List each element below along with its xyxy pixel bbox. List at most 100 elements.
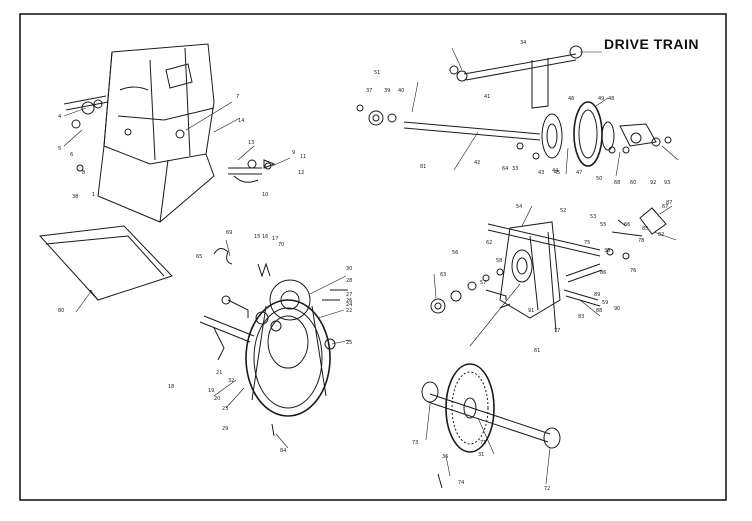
callout: 32 [228, 378, 234, 384]
callout: 8 [82, 170, 85, 176]
callout: 69 [226, 230, 232, 236]
callout: 19 [208, 388, 214, 394]
callout: 20 [214, 396, 220, 402]
callout: 71 [480, 440, 486, 446]
callout: 10 [262, 192, 268, 198]
callout: 13 [248, 140, 254, 146]
callout: 48 [608, 96, 614, 102]
callout: 92 [650, 180, 656, 186]
callout: 42 [474, 160, 480, 166]
callout: 26 [346, 298, 352, 304]
callout: 59 [602, 300, 608, 306]
shaft-rod-left [63, 95, 109, 172]
callout: 60 [630, 180, 636, 186]
callout: 72 [544, 486, 550, 492]
callout: 11 [300, 154, 306, 160]
callout-labels: 4 5 6 7 8 9 10 11 12 13 14 15 16 17 18 1… [58, 40, 672, 492]
callout: 14 [238, 118, 244, 124]
diagram-title: DRIVE TRAIN [604, 36, 699, 52]
callout: 61 [534, 348, 540, 354]
sheet-border [19, 13, 727, 501]
callout: 43 [538, 170, 544, 176]
callout: 66 [624, 222, 630, 228]
callout: 44 [552, 168, 558, 174]
callout: 49 [598, 96, 604, 102]
callout: 75 [584, 240, 590, 246]
callout: 25 [346, 340, 352, 346]
callout: 35 [604, 248, 610, 254]
callout: 38 [72, 194, 78, 200]
callout: 73 [412, 440, 418, 446]
callout: 23 [222, 406, 228, 412]
callout: 89 [594, 292, 600, 298]
callout: 22 [346, 308, 352, 314]
callout: 46 [568, 96, 574, 102]
callout: 81 [420, 164, 426, 170]
bolt-hardware-left [228, 159, 276, 183]
callout: 62 [486, 240, 492, 246]
callout: 4 [58, 114, 61, 120]
callout: 77 [554, 328, 560, 334]
callout: 78 [638, 238, 644, 244]
callout: 83 [578, 314, 584, 320]
callout: 88 [596, 308, 602, 314]
shift-bracket-assembly [487, 207, 667, 333]
callout: 50 [596, 176, 602, 182]
leader-lines [63, 47, 679, 485]
pulley-belt-assembly [199, 279, 348, 437]
shield-plate [38, 225, 173, 301]
callout: 24 [346, 302, 352, 308]
callout: 16 [262, 234, 268, 240]
callout: 86 [600, 270, 606, 276]
frame-housing-assembly [97, 43, 215, 223]
callout: 9 [292, 150, 295, 156]
callout: 41 [484, 94, 490, 100]
callout: 7 [236, 94, 239, 100]
callout: 17 [272, 236, 278, 242]
callout: 37 [366, 88, 372, 94]
callout: 55 [600, 222, 606, 228]
callout: 21 [216, 370, 222, 376]
callout: 40 [398, 88, 404, 94]
callout: 15 [254, 234, 260, 240]
callout: 63 [440, 272, 446, 278]
callout: 90 [614, 306, 620, 312]
callout: 85 [642, 226, 648, 232]
callout: 57 [480, 280, 486, 286]
callout: 54 [516, 204, 522, 210]
callout: 68 [614, 180, 620, 186]
callout: 45 [554, 170, 560, 176]
callout: 5 [58, 146, 61, 152]
callout: 33 [512, 166, 518, 172]
callout: 64 [502, 166, 508, 172]
callout: 74 [458, 480, 464, 486]
bearing-hardware-upper-right [356, 65, 672, 160]
callout: 84 [280, 448, 286, 454]
callout: 29 [222, 426, 228, 432]
callout: 76 [630, 268, 636, 274]
main-gear-assembly [421, 363, 561, 489]
callout: 27 [346, 292, 352, 298]
callout: 36 [442, 454, 448, 460]
friction-wheel-upper-right [541, 101, 615, 167]
callout: 56 [452, 250, 458, 256]
callout: 70 [278, 242, 284, 248]
callout: 51 [374, 70, 380, 76]
callout: 39 [384, 88, 390, 94]
callout: 12 [298, 170, 304, 176]
callout: 18 [168, 384, 174, 390]
callout: 53 [590, 214, 596, 220]
callout: 80 [58, 308, 64, 314]
callout: 58 [496, 258, 502, 264]
callout: 93 [664, 180, 670, 186]
hardware-stack-middle-right [430, 219, 630, 314]
callout: 67 [662, 204, 668, 210]
axle-shaft-upper-right [403, 45, 583, 141]
callout: 87 [666, 200, 672, 206]
callout: 82 [658, 232, 664, 238]
callout: 30 [346, 266, 352, 272]
callout: 52 [560, 208, 566, 214]
callout: 65 [196, 254, 202, 260]
